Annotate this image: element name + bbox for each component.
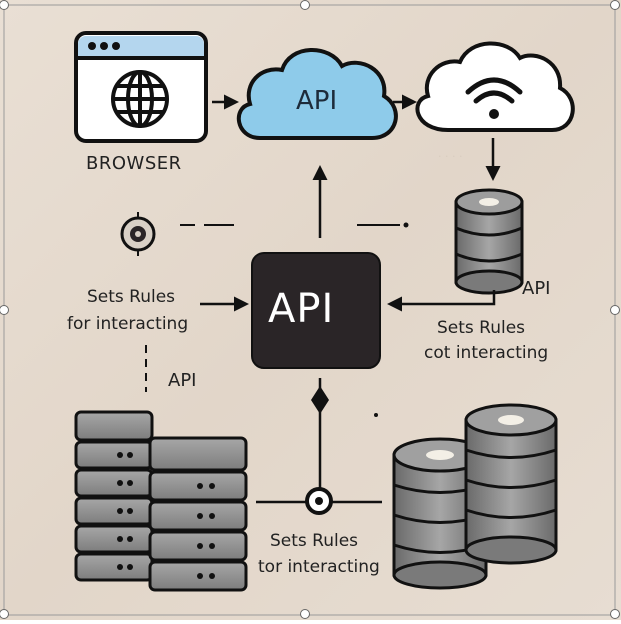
- rules-left-line1: Sets Rules: [87, 287, 176, 307]
- rules-right-line1: Sets Rules: [437, 318, 526, 338]
- resize-handle-left[interactable]: [0, 305, 9, 315]
- resize-handle-bottom-right[interactable]: [610, 609, 620, 619]
- rules-right-line2: cot interacting: [424, 343, 549, 363]
- server-rack-icon: [148, 436, 248, 592]
- resize-handle-top-left[interactable]: [0, 0, 9, 10]
- center-api-box: [251, 252, 381, 369]
- node-circle-icon: [305, 487, 333, 515]
- rules-bottom-line1: Sets Rules: [270, 531, 359, 551]
- api-cloud-icon: [236, 48, 398, 140]
- resize-handle-right[interactable]: [610, 305, 620, 315]
- resize-handle-bottom-left[interactable]: [0, 609, 9, 619]
- node-circle-icon: [120, 212, 156, 256]
- browser-label: BROWSER: [86, 153, 182, 174]
- api-left-label: API: [168, 370, 197, 391]
- globe-icon: [111, 70, 169, 128]
- cloud-api-label: API: [296, 86, 338, 116]
- server-rack-icon: [74, 410, 154, 582]
- resize-handle-top[interactable]: [300, 0, 310, 10]
- faint-caption: · · · ·: [438, 150, 463, 163]
- database-icon: [454, 188, 524, 295]
- resize-handle-bottom[interactable]: [300, 609, 310, 619]
- wifi-cloud-icon: [415, 41, 575, 132]
- api-right-label: API: [522, 278, 551, 299]
- rules-bottom-line2: tor interacting: [258, 557, 380, 577]
- center-api-label: API: [268, 286, 335, 332]
- resize-handle-top-right[interactable]: [610, 0, 620, 10]
- database-icon: [464, 403, 558, 565]
- browser-window-icon: [74, 31, 208, 143]
- rules-left-line2: for interacting: [67, 314, 189, 334]
